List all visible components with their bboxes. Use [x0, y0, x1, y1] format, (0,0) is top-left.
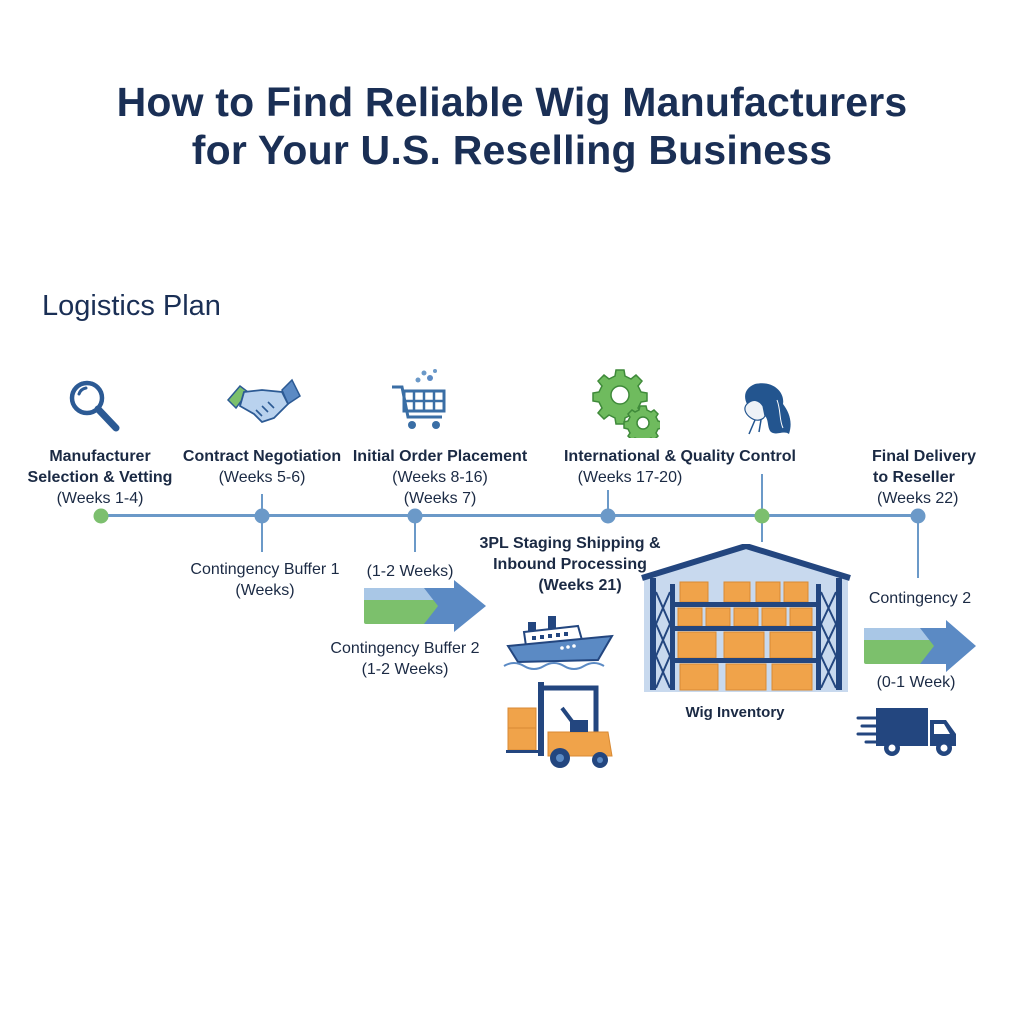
- milestone-3-label: Initial Order Placement (Weeks 8-16) (We…: [340, 446, 540, 509]
- timeline-axis: [100, 514, 920, 517]
- gears-icon: [592, 369, 660, 438]
- contingency-2-title: Contingency 2: [868, 590, 972, 607]
- milestone-3-weeks-2: (Weeks 7): [403, 490, 477, 507]
- timeline-node-6[interactable]: [910, 508, 926, 524]
- order-weeks: (1-2 Weeks): [366, 563, 454, 580]
- milestone-3-title: Initial Order Placement: [352, 448, 528, 465]
- delivery-truck-icon: [856, 708, 956, 756]
- timeline-node-4[interactable]: [600, 508, 616, 524]
- milestone-4-label: International & Quality Control (Weeks 1…: [540, 446, 820, 488]
- forklift-icon: [506, 682, 613, 768]
- staging-title-1: 3PL Staging Shipping &: [479, 535, 661, 552]
- buffer-2-title: Contingency Buffer 2: [330, 640, 480, 657]
- staging-label: 3PL Staging Shipping & Inbound Processin…: [470, 533, 670, 596]
- buffer-1-title: Contingency Buffer 1: [190, 561, 340, 578]
- warehouse-label: Wig Inventory: [685, 704, 785, 721]
- buffer-arrow-1: [364, 580, 486, 632]
- staging-title-2: Inbound Processing: [493, 556, 647, 573]
- milestone-2-title: Contract Negotiation: [182, 448, 342, 465]
- milestone-2-weeks: (Weeks 5-6): [218, 469, 306, 486]
- milestone-6-title: Final Delivery: [872, 448, 977, 465]
- buffer-arrow-2: [864, 620, 976, 672]
- milestone-1-weeks: (Weeks 1-4): [56, 490, 144, 507]
- ship-icon: [503, 616, 614, 670]
- milestone-1-title-2: Selection & Vetting: [27, 469, 173, 486]
- section-heading: Logistics Plan: [42, 290, 221, 322]
- page-title: How to Find Reliable Wig Manufacturers f…: [0, 78, 1024, 174]
- timeline-tick: [607, 490, 609, 516]
- staging-weeks: (Weeks 21): [538, 577, 622, 594]
- shopping-cart-icon: [392, 369, 446, 429]
- buffer-2-label: Contingency Buffer 2 (1-2 Weeks): [315, 638, 495, 680]
- buffer-1-label: Contingency Buffer 1 (Weeks): [170, 559, 360, 601]
- buffer-1-weeks: (Weeks): [235, 582, 295, 599]
- timeline-tick: [917, 516, 919, 578]
- milestone-6-label: Final Delivery to Reseller (Weeks 22): [862, 446, 992, 509]
- timeline-node-3[interactable]: [407, 508, 423, 524]
- magnifier-icon: [69, 380, 120, 432]
- milestone-6-weeks: (Weeks 22): [877, 490, 959, 507]
- timeline-tick: [761, 474, 763, 542]
- milestone-4-title: International & Quality Control: [563, 448, 796, 465]
- timeline-node-1[interactable]: [93, 508, 109, 524]
- handshake-icon: [226, 378, 301, 424]
- timeline-node-5[interactable]: [754, 508, 770, 524]
- buffer-2-weeks: (1-2 Weeks): [361, 661, 449, 678]
- milestone-4-weeks: (Weeks 17-20): [577, 469, 683, 486]
- milestone-6-title-2: to Reseller: [873, 469, 955, 486]
- milestone-3-weeks: (Weeks 8-16): [392, 469, 488, 486]
- timeline-tick: [414, 516, 416, 552]
- title-line-2: for Your U.S. Reselling Business: [191, 127, 833, 173]
- milestone-2-label: Contract Negotiation (Weeks 5-6): [172, 446, 352, 488]
- order-weeks-label: (1-2 Weeks): [350, 561, 470, 582]
- title-line-1: How to Find Reliable Wig Manufacturers: [116, 79, 908, 125]
- milestone-1-label: Manufacturer Selection & Vetting (Weeks …: [10, 446, 190, 509]
- timeline-node-2[interactable]: [254, 508, 270, 524]
- contingency-2-weeks: (0-1 Week): [876, 674, 956, 691]
- warehouse-icon: [641, 544, 851, 692]
- milestone-1-title: Manufacturer: [49, 448, 151, 465]
- wig-head-icon: [744, 383, 791, 435]
